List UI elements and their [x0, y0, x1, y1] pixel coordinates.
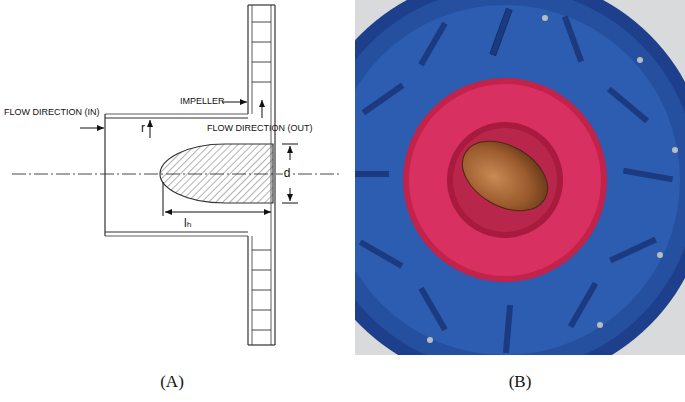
dimension-line: [165, 212, 271, 213]
label-text: FLOW DIRECTION (OUT): [207, 124, 313, 134]
dimension-tick: [163, 182, 164, 216]
panel-label: (B): [509, 373, 532, 392]
fan-photo: [355, 0, 685, 355]
dimension-tick: [282, 203, 298, 204]
dimension-tick: [282, 144, 298, 145]
panel-label: (A): [160, 373, 184, 392]
dimension-line: [290, 188, 291, 201]
dimension-label: d: [283, 167, 292, 180]
flow-arrow: [262, 100, 263, 118]
duct-schematic: [105, 5, 275, 345]
label-text: FLOW DIRECTION (IN): [4, 108, 100, 118]
leader-arrow: [222, 102, 247, 103]
radius-arrow: [150, 120, 151, 138]
hub-shape: [160, 144, 273, 203]
label-text: IMPELLER: [180, 97, 225, 107]
flow-arrow: [80, 128, 104, 129]
dimension-line: [290, 146, 291, 160]
dimension-label: r: [140, 122, 146, 135]
dimension-label: lₕ: [183, 217, 193, 230]
